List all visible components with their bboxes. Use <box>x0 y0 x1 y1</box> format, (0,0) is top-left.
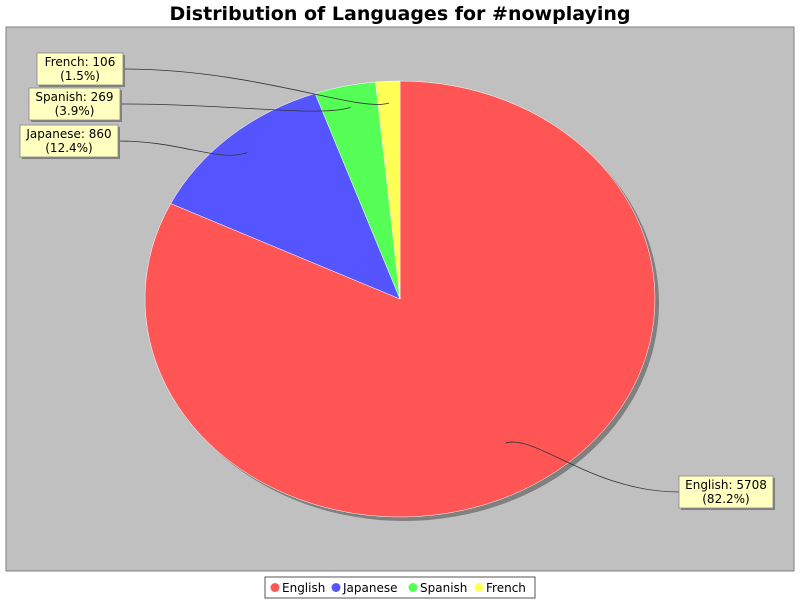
legend: English Japanese Spanish French <box>264 576 536 599</box>
legend-box <box>264 576 536 599</box>
label-leaders <box>117 68 680 493</box>
chart-title: Distribution of Languages for #nowplayin… <box>170 3 631 25</box>
slice-label-english: English: 5708(82.2%) <box>678 475 775 510</box>
leader-line-spanish <box>119 103 351 112</box>
pie-slice-japanese[interactable] <box>170 93 401 300</box>
slice-label-japanese: Japanese: 860(12.4%) <box>19 124 120 159</box>
legend-label: Spanish <box>420 581 467 595</box>
legend-swatch <box>474 583 484 592</box>
label-percent-text: (12.4%) <box>45 141 92 155</box>
label-value-text: French: 106 <box>45 55 116 69</box>
leader-line-french <box>122 68 390 105</box>
label-value-text: English: 5708 <box>685 478 767 492</box>
legend-item-spanish[interactable]: Spanish <box>408 581 468 595</box>
label-value-text: Spanish: 269 <box>35 90 113 104</box>
legend-item-french[interactable]: French <box>474 581 526 595</box>
label-percent-text: (3.9%) <box>55 104 95 118</box>
label-value-text: Japanese: 860 <box>25 127 111 141</box>
label-percent-text: (1.5%) <box>60 69 100 83</box>
legend-item-english[interactable]: English <box>270 581 326 595</box>
legend-swatch <box>331 583 341 592</box>
slice-label-spanish: Spanish: 269(3.9%) <box>28 87 122 122</box>
label-box <box>36 52 124 86</box>
label-box <box>19 124 119 158</box>
legend-swatch <box>408 583 418 592</box>
label-box <box>28 87 121 121</box>
label-percent-text: (82.2%) <box>702 492 749 506</box>
legend-label: Japanese <box>342 581 398 595</box>
legend-item-japanese[interactable]: Japanese <box>331 581 398 595</box>
leader-line-english <box>505 441 680 493</box>
slice-labels: English: 5708(82.2%) Japanese: 860(12.4%)… <box>19 52 775 510</box>
slice-label-french: French: 106(1.5%) <box>36 52 125 87</box>
pie-slices <box>144 80 656 518</box>
legend-swatch <box>270 583 280 592</box>
leader-line-japanese <box>117 140 248 156</box>
label-box <box>678 475 774 509</box>
pie-slice-french[interactable] <box>375 80 401 300</box>
legend-label: English <box>282 581 325 595</box>
legend-label: French <box>486 581 526 595</box>
